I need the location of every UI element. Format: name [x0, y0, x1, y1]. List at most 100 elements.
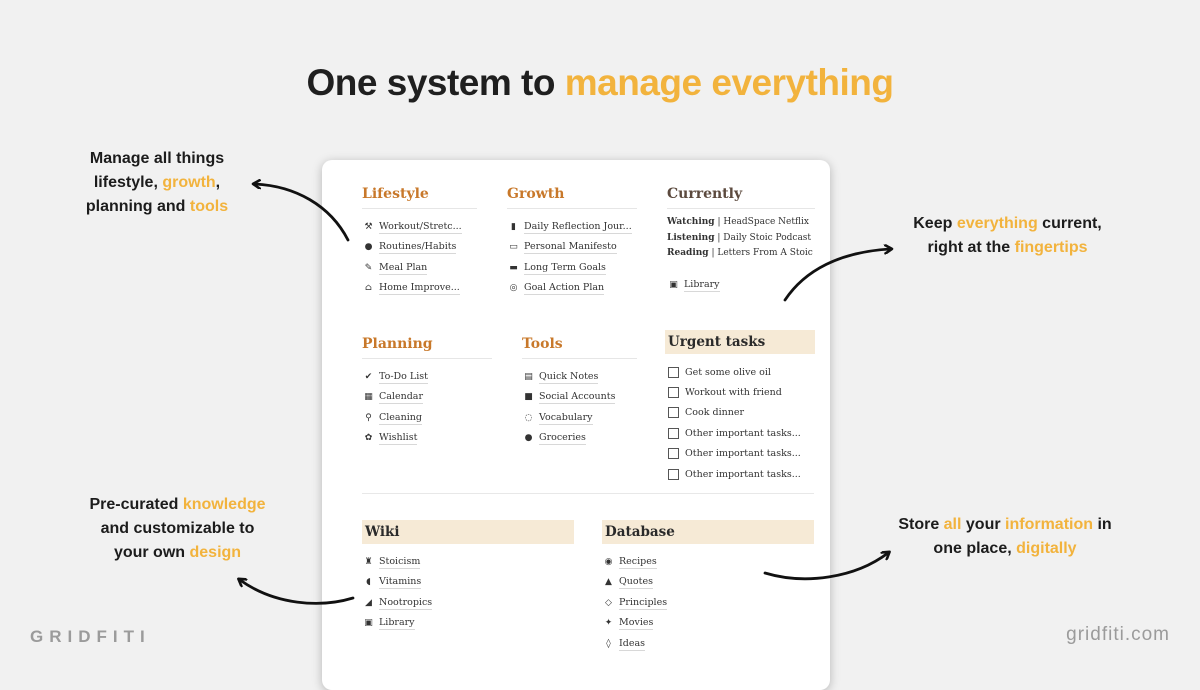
page-link[interactable]: ▮Daily Reflection Jour... [507, 217, 637, 238]
callout-text: Manage all things [89, 150, 225, 167]
page-link[interactable]: ▬Long Term Goals [507, 258, 637, 279]
page-link[interactable]: ◢Nootropics [362, 593, 574, 614]
page-icon: ▭ [509, 242, 518, 253]
arrow-bottom-left [240, 580, 355, 605]
page-link-label: Stoicism [379, 555, 421, 569]
callout-text: Store [898, 516, 944, 533]
callout-text: planning and [85, 198, 190, 215]
page-icon: ◊ [606, 638, 611, 649]
page-link-label: Library [684, 279, 720, 293]
arrow-bottom-right [763, 553, 888, 581]
callout-highlight: fingertips [1014, 239, 1088, 256]
page-link[interactable]: ● Groceries [522, 429, 637, 450]
page-icon: ◌ [524, 412, 533, 423]
page-link[interactable]: ◎Goal Action Plan [507, 279, 637, 300]
page-link-label: Cleaning [379, 411, 422, 425]
currently-separator: | [714, 217, 724, 227]
page-icon: ▣ [364, 618, 373, 629]
todo-checkbox[interactable] [668, 468, 679, 480]
page-link[interactable]: ♜Stoicism [362, 552, 574, 573]
page-link[interactable]: ⚲ Cleaning [362, 408, 492, 429]
currently-separator: | [708, 248, 718, 258]
section-planning: Planning ✔To-Do List ▦ Calendar ⚲ Cleaning ✿W… [362, 336, 492, 449]
page-icon: ▦ [364, 392, 373, 403]
page-link-label: Calendar [379, 391, 423, 405]
section-heading: Currently [667, 186, 815, 209]
page-link-label: Quick Notes [539, 370, 599, 384]
page-link-label: Groceries [539, 432, 586, 446]
page-icon: ◖ [366, 577, 371, 588]
section-divider [362, 493, 814, 494]
currently-value: Letters From A Stoic [717, 248, 813, 258]
callout-bottom-left: Pre-curated knowledge and customizable t… [80, 493, 275, 565]
todo-label: Other important tasks... [685, 448, 801, 460]
page-link[interactable]: ✦Movies [602, 614, 814, 635]
todo-checkbox[interactable] [668, 448, 679, 460]
page-link[interactable]: ⚒Workout/Stretc... [362, 217, 477, 238]
todo-checkbox[interactable] [668, 407, 679, 419]
section-heading: Planning [362, 336, 492, 359]
todo-checkbox[interactable] [668, 427, 679, 439]
todo-item: Workout with friend [665, 382, 815, 402]
page-link-label: Meal Plan [379, 261, 428, 275]
page-link[interactable]: ◌ Vocabulary [522, 408, 637, 429]
callout-text: your [961, 516, 1006, 533]
callout-top-left: Manage all things lifestyle, growth, pla… [72, 147, 242, 219]
brand-url: gridfiti.com [1066, 624, 1170, 645]
page-link-label: Vocabulary [539, 411, 593, 425]
page-icon: ▮ [511, 221, 516, 232]
page-link[interactable]: ◇ Principles [602, 593, 814, 614]
todo-item: Other important tasks... [665, 444, 815, 464]
page-icon: ▬ [509, 262, 518, 273]
page-link[interactable]: ◉Recipes [602, 552, 814, 573]
todo-item: Get some olive oil [665, 362, 815, 382]
page-link-label: To-Do List [379, 370, 428, 384]
todo-checkbox[interactable] [668, 387, 679, 399]
page-link[interactable]: ▲Quotes [602, 573, 814, 594]
currently-label: Watching [667, 217, 715, 227]
arrow-top-right [783, 249, 890, 302]
section-heading: Database [602, 520, 814, 544]
section-heading: Tools [522, 336, 637, 359]
callout-top-right: Keep everything current, right at the fi… [900, 212, 1115, 260]
section-heading: Urgent tasks [665, 330, 815, 354]
currently-label: Reading [667, 248, 709, 258]
todo-checkbox[interactable] [668, 366, 679, 378]
page-link[interactable]: ▣ Library [362, 614, 574, 635]
page-link-label: Principles [619, 596, 668, 610]
page-link[interactable]: ▤Quick Notes [522, 367, 637, 388]
page-link-label: Home Improve... [379, 282, 460, 296]
currently-label: Listening [667, 232, 715, 243]
callout-highlight: growth [162, 174, 216, 191]
page-icon: ⚲ [365, 412, 372, 423]
page-link[interactable]: ▣ Library [667, 276, 815, 297]
page-link[interactable]: ✎Meal Plan [362, 258, 477, 279]
section-lifestyle: Lifestyle ⚒Workout/Stretc...●Routines/Ha… [362, 186, 477, 299]
page-link-label: Goal Action Plan [524, 282, 605, 296]
todo-label: Workout with friend [685, 387, 782, 399]
currently-value: HeadSpace Netflix [723, 217, 809, 227]
page-link[interactable]: ■Social Accounts [522, 388, 637, 409]
library-icon: ▣ [669, 280, 678, 291]
currently-separator: | [714, 232, 724, 243]
page-link[interactable]: ✔To-Do List [362, 367, 492, 388]
page-icon: ● [524, 433, 533, 444]
page-link-label: Library [379, 617, 415, 631]
todo-label: Get some olive oil [685, 366, 771, 378]
page-link[interactable]: ✿Wishlist [362, 429, 492, 450]
callout-text: in [1093, 516, 1112, 533]
page-link[interactable]: ⌂Home Improve... [362, 279, 477, 300]
page-link-label: Personal Manifesto [524, 241, 617, 255]
page-icon: ◇ [605, 597, 612, 608]
page-icon: ▲ [605, 577, 612, 588]
page-link[interactable]: ▦ Calendar [362, 388, 492, 409]
callout-highlight: all [943, 516, 962, 533]
page-link[interactable]: ◖Vitamins [362, 573, 574, 594]
page-link[interactable]: ●Routines/Habits [362, 238, 477, 259]
page-link[interactable]: ◊Ideas [602, 634, 814, 655]
page-link[interactable]: ▭ Personal Manifesto [507, 238, 637, 259]
workspace-panel: Lifestyle ⚒Workout/Stretc...●Routines/Ha… [322, 160, 830, 690]
callout-highlight: tools [189, 198, 229, 215]
currently-row: Watching | HeadSpace Netflix [667, 217, 815, 233]
